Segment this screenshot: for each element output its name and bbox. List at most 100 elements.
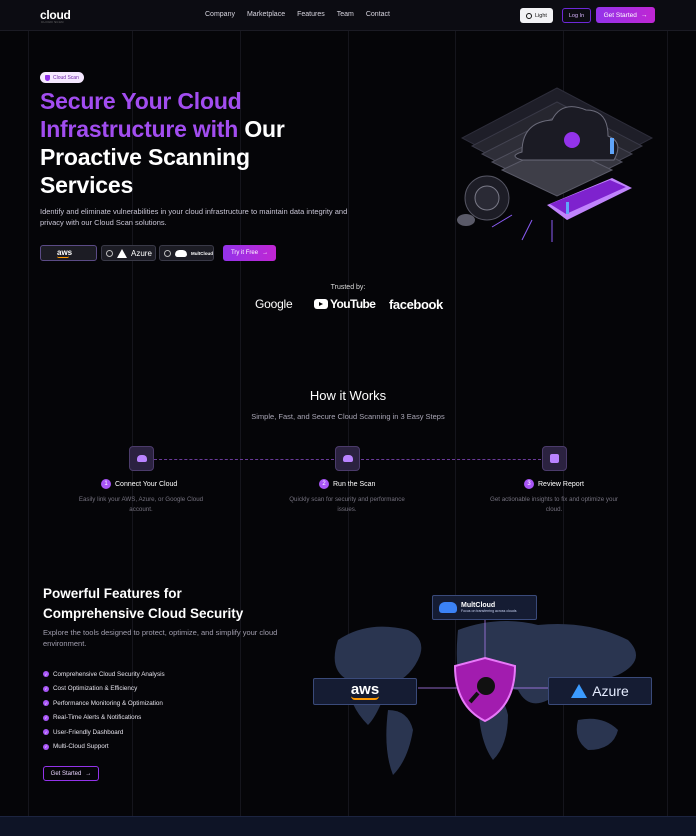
step-3-icon bbox=[542, 446, 567, 471]
features-title-line-1: Powerful Features for bbox=[43, 586, 182, 601]
multicloud-card: MultCloud Focus on transferring across c… bbox=[432, 595, 537, 620]
nav-link-team[interactable]: Team bbox=[336, 11, 354, 18]
arrow-right-icon: → bbox=[262, 250, 269, 256]
features-title-line-2: Comprehensive Cloud Security bbox=[43, 606, 244, 621]
how-it-works-subtitle: Simple, Fast, and Secure Cloud Scanning … bbox=[251, 412, 445, 421]
shield-icon bbox=[45, 74, 50, 81]
provider-option-azure[interactable]: Azure bbox=[101, 245, 156, 261]
provider-option-aws[interactable]: aws bbox=[40, 245, 97, 261]
nav-link-marketplace[interactable]: Marketplace bbox=[246, 11, 286, 18]
feature-item: ✓Multi-Cloud Support bbox=[43, 740, 165, 755]
footer bbox=[0, 816, 696, 836]
magnifier-icon bbox=[477, 677, 495, 695]
features-get-started-button[interactable]: Get Started → bbox=[43, 766, 99, 781]
logo-subtitle: CLOUD SCAN bbox=[41, 20, 64, 24]
step-1-icon bbox=[129, 446, 154, 471]
azure-label: Azure bbox=[592, 683, 629, 699]
nav-get-started-button[interactable]: Get Started → bbox=[596, 7, 655, 23]
azure-card: Azure bbox=[548, 677, 652, 705]
provider-azure-label: Azure bbox=[131, 248, 152, 258]
step-3-title: 3 Review Report bbox=[524, 479, 584, 489]
guide-line bbox=[348, 30, 349, 816]
features-description: Explore the tools designed to protect, o… bbox=[43, 628, 278, 648]
how-it-works-title: How it Works bbox=[309, 388, 387, 403]
try-it-free-button[interactable]: Try it Free → bbox=[223, 245, 276, 261]
theme-toggle-button[interactable]: Light bbox=[520, 8, 553, 23]
play-icon bbox=[314, 299, 328, 309]
cloud-shape bbox=[514, 106, 619, 161]
feature-item: ✓Real-Time Alerts & Notifications bbox=[43, 711, 165, 726]
feature-item-label: Comprehensive Cloud Security Analysis bbox=[53, 670, 165, 678]
guide-line bbox=[28, 30, 29, 816]
feature-item-label: Performance Monitoring & Optimization bbox=[53, 699, 163, 707]
features-get-started-label: Get Started bbox=[50, 770, 82, 777]
azure-logo-icon bbox=[117, 248, 127, 258]
google-logo: Google bbox=[255, 297, 293, 311]
hero-badge-label: Cloud Scan bbox=[53, 74, 79, 81]
hero-title-line-2-end: Our bbox=[238, 116, 285, 142]
step-connector bbox=[361, 459, 541, 460]
arrow-right-icon: → bbox=[85, 770, 92, 777]
theme-toggle-label: Light bbox=[535, 12, 547, 19]
logo-text: cloud bbox=[40, 8, 71, 22]
step-2-title: 2 Run the Scan bbox=[319, 479, 375, 489]
nav-link-company[interactable]: Company bbox=[205, 11, 235, 18]
feature-item: ✓ User-Friendly Dashboard bbox=[43, 725, 165, 740]
check-icon: ✓ bbox=[43, 714, 49, 721]
step-1-title-text: Connect Your Cloud bbox=[115, 480, 178, 488]
aws-smile-icon bbox=[57, 256, 69, 258]
hero-badge: Cloud Scan bbox=[40, 72, 84, 83]
features-title: Powerful Features for Comprehensive Clou… bbox=[43, 584, 243, 624]
person-figure bbox=[610, 138, 614, 154]
provider-multcloud-label: MultCloud bbox=[191, 250, 213, 256]
multicloud-tagline: Focus on transferring across clouds bbox=[461, 609, 517, 613]
aws-smile-icon bbox=[351, 696, 379, 700]
feature-item-label: User-Friendly Dashboard bbox=[53, 728, 124, 736]
check-icon: ✓ bbox=[43, 685, 49, 692]
feature-item: ✓ Comprehensive Cloud Security Analysis bbox=[43, 667, 165, 682]
step-3-title-text: Review Report bbox=[538, 480, 584, 488]
feature-item-label: Cost Optimization & Efficiency bbox=[53, 685, 138, 693]
person-figure bbox=[566, 202, 569, 214]
cloud-link-icon bbox=[136, 455, 147, 462]
nav-links: Company Marketplace Features Team Contac… bbox=[205, 11, 390, 18]
features-list: ✓ Comprehensive Cloud Security Analysis ✓… bbox=[43, 667, 165, 754]
check-icon: ✓ bbox=[43, 671, 49, 678]
check-icon: ✓ bbox=[43, 729, 49, 736]
step-1-title: 1 Connect Your Cloud bbox=[101, 479, 177, 489]
step-number: 2 bbox=[319, 479, 329, 489]
aws-logo: aws bbox=[350, 681, 380, 698]
step-1-description: Easily link your AWS, Azure, or Google C… bbox=[78, 496, 204, 513]
nav-link-features[interactable]: Features bbox=[297, 11, 325, 18]
logo[interactable]: cloud bbox=[40, 8, 71, 22]
world-map-illustration bbox=[334, 620, 636, 775]
provider-option-multcloud[interactable]: MultCloud bbox=[159, 245, 214, 261]
check-icon: ✓ bbox=[43, 743, 49, 750]
azure-logo-icon bbox=[571, 684, 588, 698]
report-icon bbox=[550, 454, 559, 463]
nav-get-started-label: Get Started bbox=[603, 11, 637, 19]
aws-logo: aws bbox=[57, 247, 73, 257]
step-2-icon bbox=[335, 446, 360, 471]
facebook-logo: facebook bbox=[389, 297, 443, 312]
lock-icon bbox=[564, 132, 580, 148]
hero-title-line-3: Proactive Scanning bbox=[40, 144, 250, 170]
cloud-icon bbox=[175, 249, 187, 257]
step-connector bbox=[154, 459, 334, 460]
step-number: 3 bbox=[524, 479, 534, 489]
aws-card: aws bbox=[313, 678, 417, 705]
step-number: 1 bbox=[101, 479, 111, 489]
radio-icon bbox=[106, 249, 113, 257]
multicloud-name: MultCloud bbox=[461, 602, 496, 609]
login-button[interactable]: Log In bbox=[562, 8, 591, 23]
scan-icon bbox=[342, 455, 353, 462]
step-2-description: Quickly scan for security and performanc… bbox=[289, 496, 405, 513]
sun-icon bbox=[526, 12, 533, 19]
nav-link-contact[interactable]: Contact bbox=[365, 11, 390, 18]
cloud-security-illustration bbox=[457, 87, 654, 242]
hero-title: Secure Your Cloud Infrastructure with Ou… bbox=[40, 87, 285, 199]
guide-line bbox=[240, 30, 241, 816]
step-2-title-text: Run the Scan bbox=[333, 480, 376, 488]
guide-line bbox=[132, 30, 133, 816]
cloud-icon bbox=[439, 602, 457, 613]
